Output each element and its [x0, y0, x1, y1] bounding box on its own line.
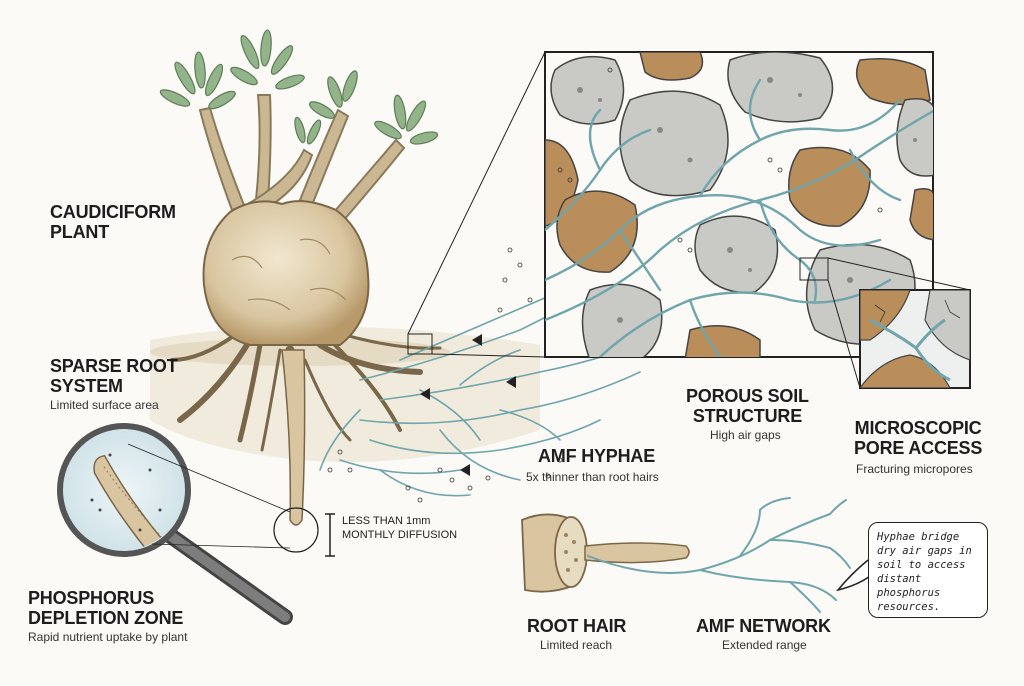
micro-pore-title: MICROSCOPIC PORE ACCESS [854, 418, 983, 458]
root-hair-illustration [521, 513, 690, 593]
diffusion-scale-bar [325, 513, 335, 557]
magnifier [57, 423, 319, 625]
leaf-clusters [159, 29, 439, 145]
flow-arrows [420, 334, 516, 476]
plant-branches [198, 94, 406, 222]
diffusion-label: LESS THAN 1mm MONTHLY DIFFUSION [342, 515, 458, 541]
zoom-phosphorus-dots [557, 67, 883, 253]
amf-hyphae-subtitle: 5x thinner than root hairs [526, 470, 659, 484]
root-hair-subtitle: Limited reach [540, 638, 613, 652]
micro-pore-subtitle: Fracturing micropores [856, 462, 973, 476]
phosphorus-subtitle: Rapid nutrient uptake by plant [28, 630, 188, 644]
amf-network-title: AMF NETWORK [696, 616, 831, 636]
taproot [281, 349, 306, 526]
amf-hyphae-title: AMF HYPHAE [538, 446, 656, 466]
soil-particles [545, 52, 933, 357]
root-hair-title: ROOT HAIR [527, 616, 627, 636]
phosphorus-title: PHOSPHORUS DEPLETION ZONE [28, 588, 184, 628]
caudiciform-title: CAUDICIFORM PLANT [50, 202, 176, 242]
note-bubble: Hyphae bridge dry air gaps in soil to ac… [868, 522, 988, 618]
zoom-callout [407, 51, 546, 358]
sparse-root-subtitle: Limited surface area [50, 398, 159, 412]
caudex-texture [231, 238, 347, 311]
amf-network-subtitle: Extended range [722, 638, 807, 652]
micro-callout [827, 257, 971, 389]
micro-pore-panel [859, 289, 971, 389]
plant-roots [170, 333, 442, 525]
phosphorus-dots [327, 247, 563, 503]
sparse-root-title: SPARSE ROOT SYSTEM [50, 356, 178, 396]
speech-bubble-tail [836, 559, 871, 592]
amf-network-illustration [587, 497, 851, 613]
caudex [202, 200, 370, 346]
soil-zoom-panel [544, 51, 934, 358]
porous-soil-subtitle: High air gaps [710, 428, 781, 442]
porous-soil-title: POROUS SOIL STRUCTURE [686, 386, 809, 426]
